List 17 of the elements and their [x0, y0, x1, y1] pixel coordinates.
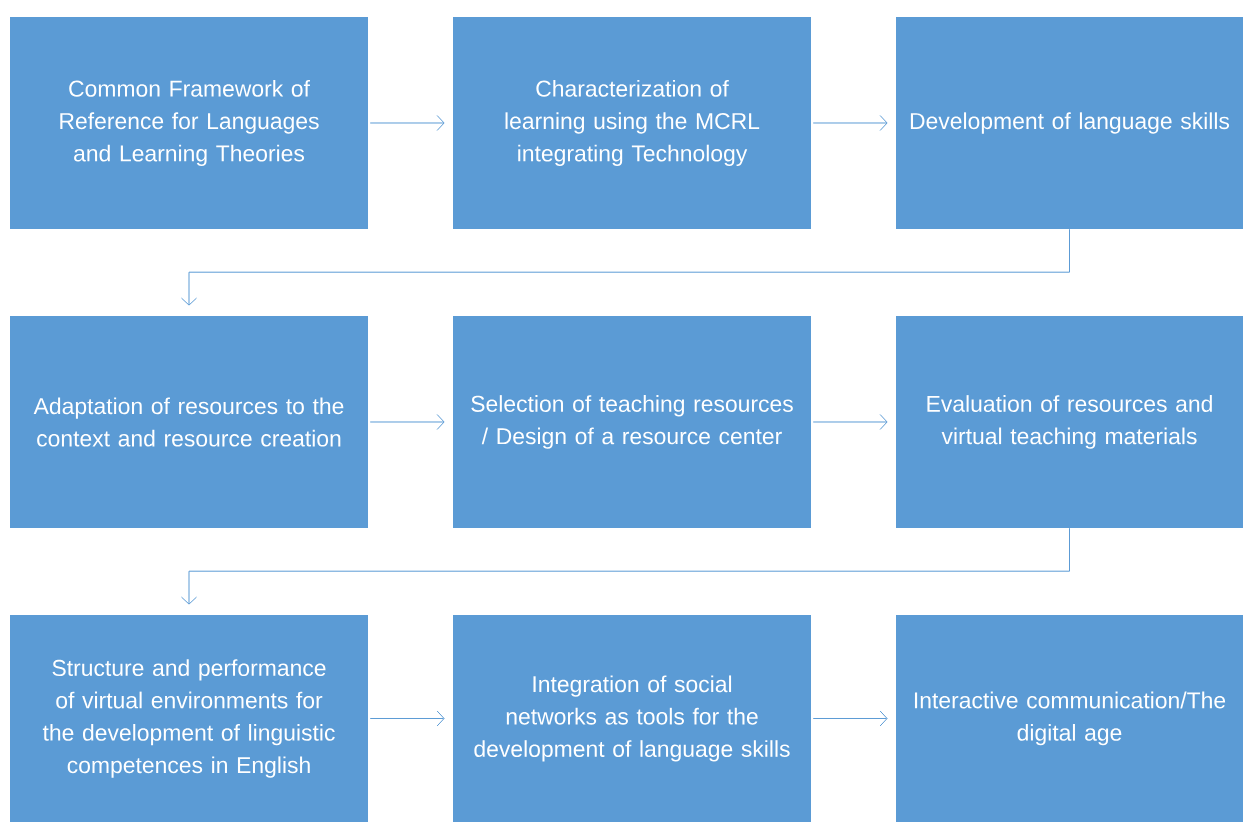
process-box: Interactive communication/The digital age	[896, 615, 1243, 822]
arrow	[812, 115, 888, 131]
arrow	[369, 710, 445, 727]
process-box: Common Framework of Reference for Languages and Learning Theories	[10, 17, 368, 229]
process-box: Development of language skills	[896, 17, 1243, 229]
arrow	[369, 414, 445, 430]
process-box: Integration of social networks as tools for the development of language skills	[453, 615, 811, 822]
process-box: Selection of teaching resources / Design of a resource center	[453, 316, 811, 528]
arrow	[812, 710, 888, 727]
process-box: Characterization of learning using the MCRL integrating Technology	[453, 17, 811, 229]
arrow	[812, 414, 888, 430]
process-box: Adaptation of resources to the context and resource creation	[10, 316, 368, 528]
arrow	[181, 228, 1070, 306]
process-box: Evaluation of resources and virtual teaching materials	[896, 316, 1243, 528]
arrow	[181, 527, 1070, 605]
arrow	[369, 115, 445, 131]
process-box: Structure and performance of virtual environments for the development of linguistic competences in English	[10, 615, 368, 822]
